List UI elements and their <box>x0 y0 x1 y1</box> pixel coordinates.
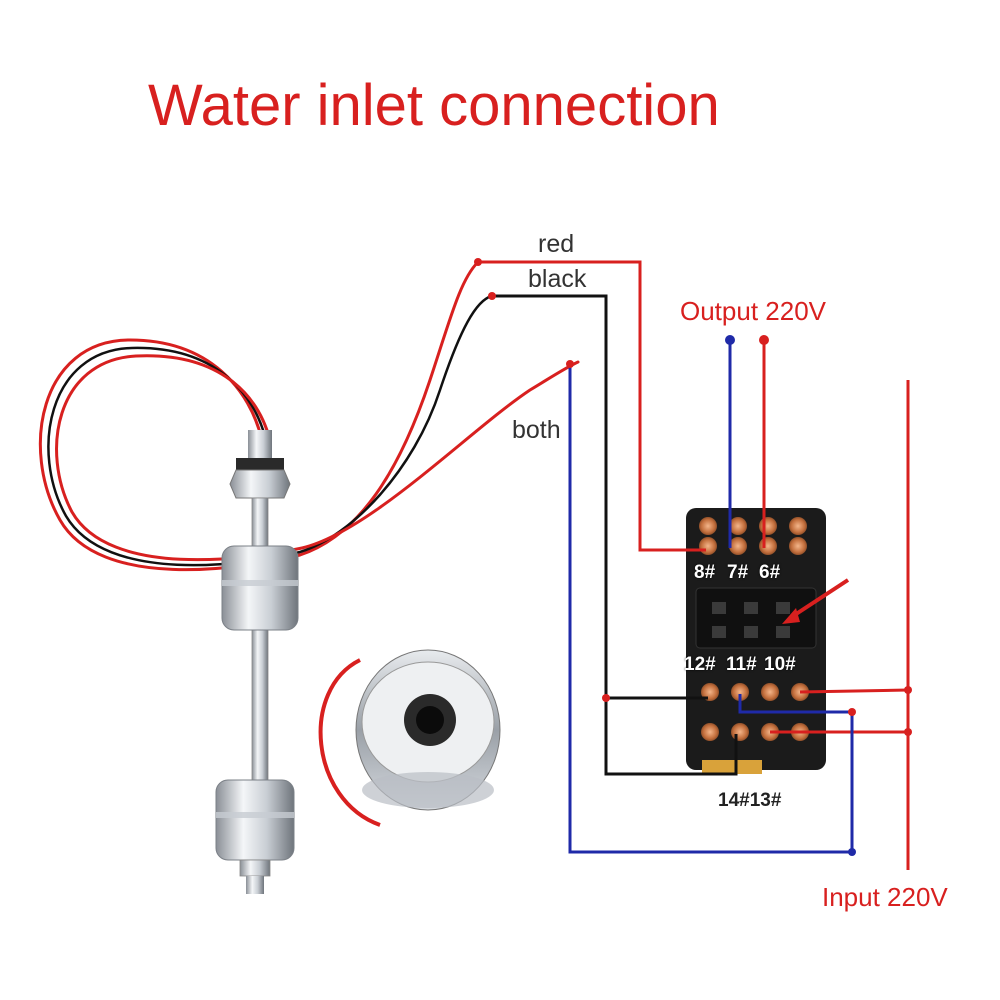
connection-dots <box>474 258 912 856</box>
wire-label-both: both <box>512 416 561 444</box>
relay-socket <box>686 508 850 774</box>
black-wire <box>492 294 738 776</box>
terminal-label-11: 11# <box>726 654 757 675</box>
input-label: Input 220V <box>822 882 948 912</box>
red-wires <box>478 260 910 870</box>
terminal-label-6: 6# <box>759 562 781 583</box>
sensor-cables <box>39 260 580 572</box>
float-switch <box>215 430 299 894</box>
float-closeup-image <box>318 649 501 827</box>
diagram-title: Water inlet connection <box>148 73 720 138</box>
pointer-arrow <box>788 578 850 620</box>
terminal-label-10: 10# <box>764 654 796 675</box>
wire-label-red: red <box>538 230 575 258</box>
terminal-label-14-13: 14#13# <box>718 790 782 811</box>
output-label: Output 220V <box>680 296 826 326</box>
terminal-label-12: 12# <box>684 654 716 675</box>
wire-label-black: black <box>528 265 587 293</box>
terminal-label-8: 8# <box>694 562 716 583</box>
blue-wires <box>568 340 854 854</box>
terminal-label-7: 7# <box>727 562 749 583</box>
